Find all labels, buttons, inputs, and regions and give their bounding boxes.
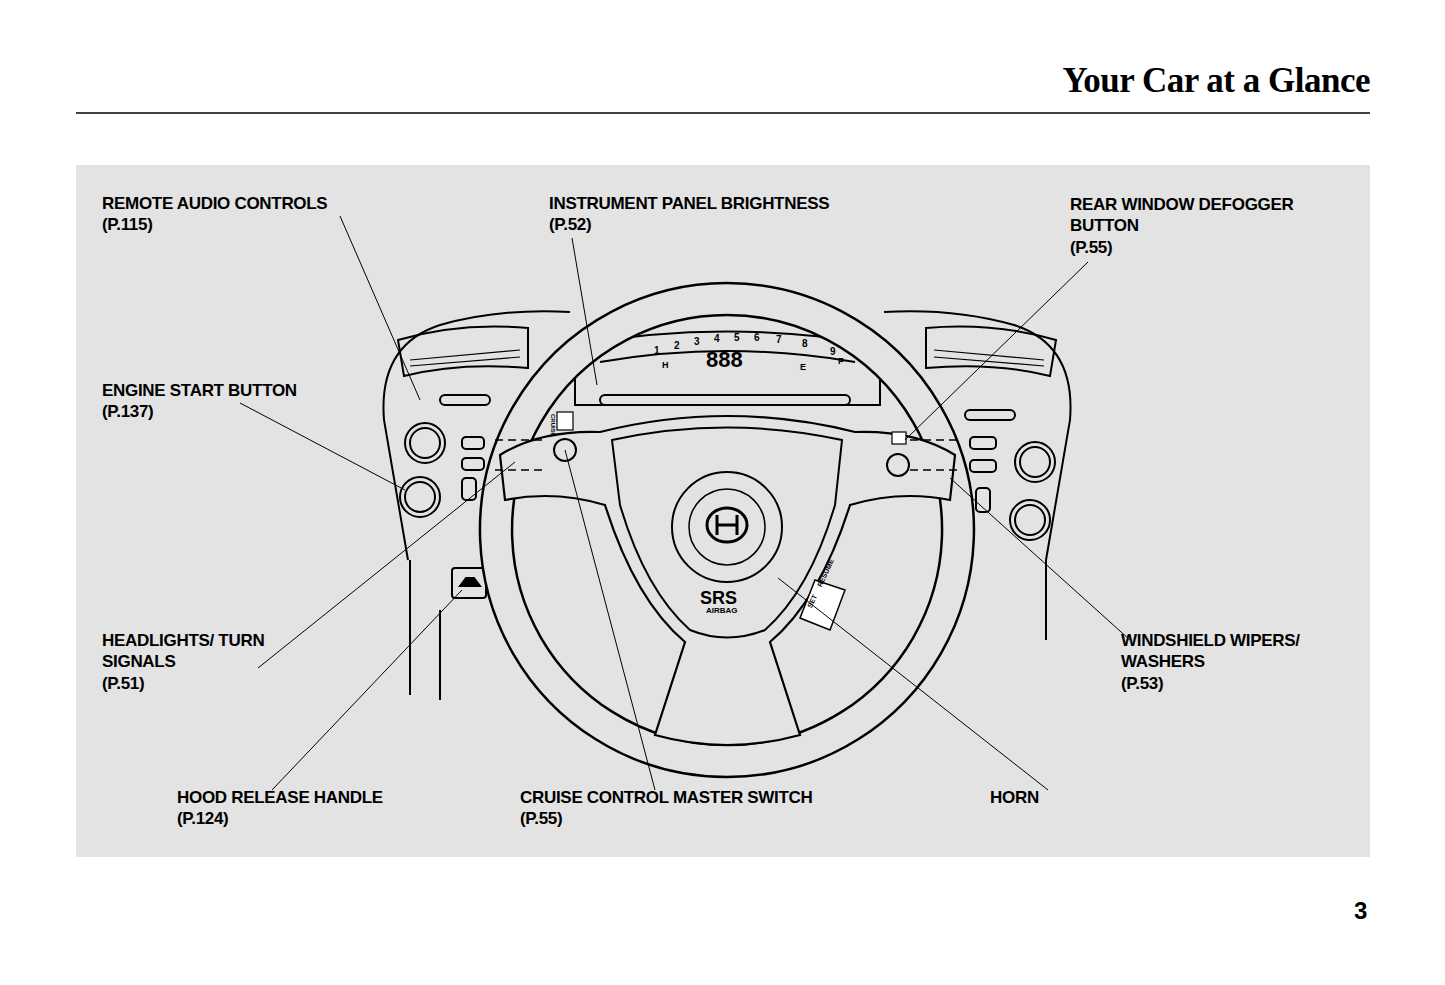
tach-digit: 8 [802,338,808,350]
callout-label: ENGINE START BUTTON [102,380,297,401]
callout-label: HEADLIGHTS/ TURN SIGNALS [102,630,277,672]
steering-wheel [480,283,974,777]
digital-display: 888 [706,346,743,374]
page-ref: (P.137) [102,401,153,422]
tach-digit: 9 [830,346,836,358]
gauge-mark: F [838,356,844,367]
callout-label: HOOD RELEASE HANDLE [177,787,383,808]
gauge-mark: E [800,362,806,373]
callout-label: REMOTE AUDIO CONTROLS [102,193,327,214]
page-ref: (P.52) [549,214,591,235]
page-ref: (P.124) [177,808,228,829]
page-ref: (P.53) [1121,673,1163,694]
figure-panel [76,165,1370,857]
callout-label: WINDSHIELD WIPERS/ WASHERS [1121,630,1351,672]
tach-digit: 4 [714,333,720,345]
callout-label: HORN [990,787,1039,808]
tach-digit: 2 [674,340,680,352]
gauge-mark: H [662,360,669,371]
page-title: Your Car at a Glance [1062,60,1370,102]
button-text: CRUISE [549,414,556,437]
callout-label: INSTRUMENT PANEL BRIGHTNESS [549,193,829,214]
header-rule [76,112,1370,114]
airbag-mark: SRS [700,588,737,609]
airbag-mark: AIRBAG [706,606,738,616]
tach-digit: 3 [694,336,700,348]
page-ref: (P.55) [520,808,562,829]
callout-label: CRUISE CONTROL MASTER SWITCH [520,787,813,808]
page-ref: (P.115) [102,214,153,235]
callout-label: REAR WINDOW DEFOGGER BUTTON [1070,194,1355,236]
tach-digit: 6 [754,332,760,344]
tach-digit: 1 [654,345,660,357]
tach-digit: 5 [734,332,740,344]
page-number: 3 [1354,897,1367,925]
leader-lines [240,216,1130,790]
tach-digit: 7 [776,334,782,346]
page-ref: (P.55) [1070,237,1112,258]
page-ref: (P.51) [102,673,144,694]
